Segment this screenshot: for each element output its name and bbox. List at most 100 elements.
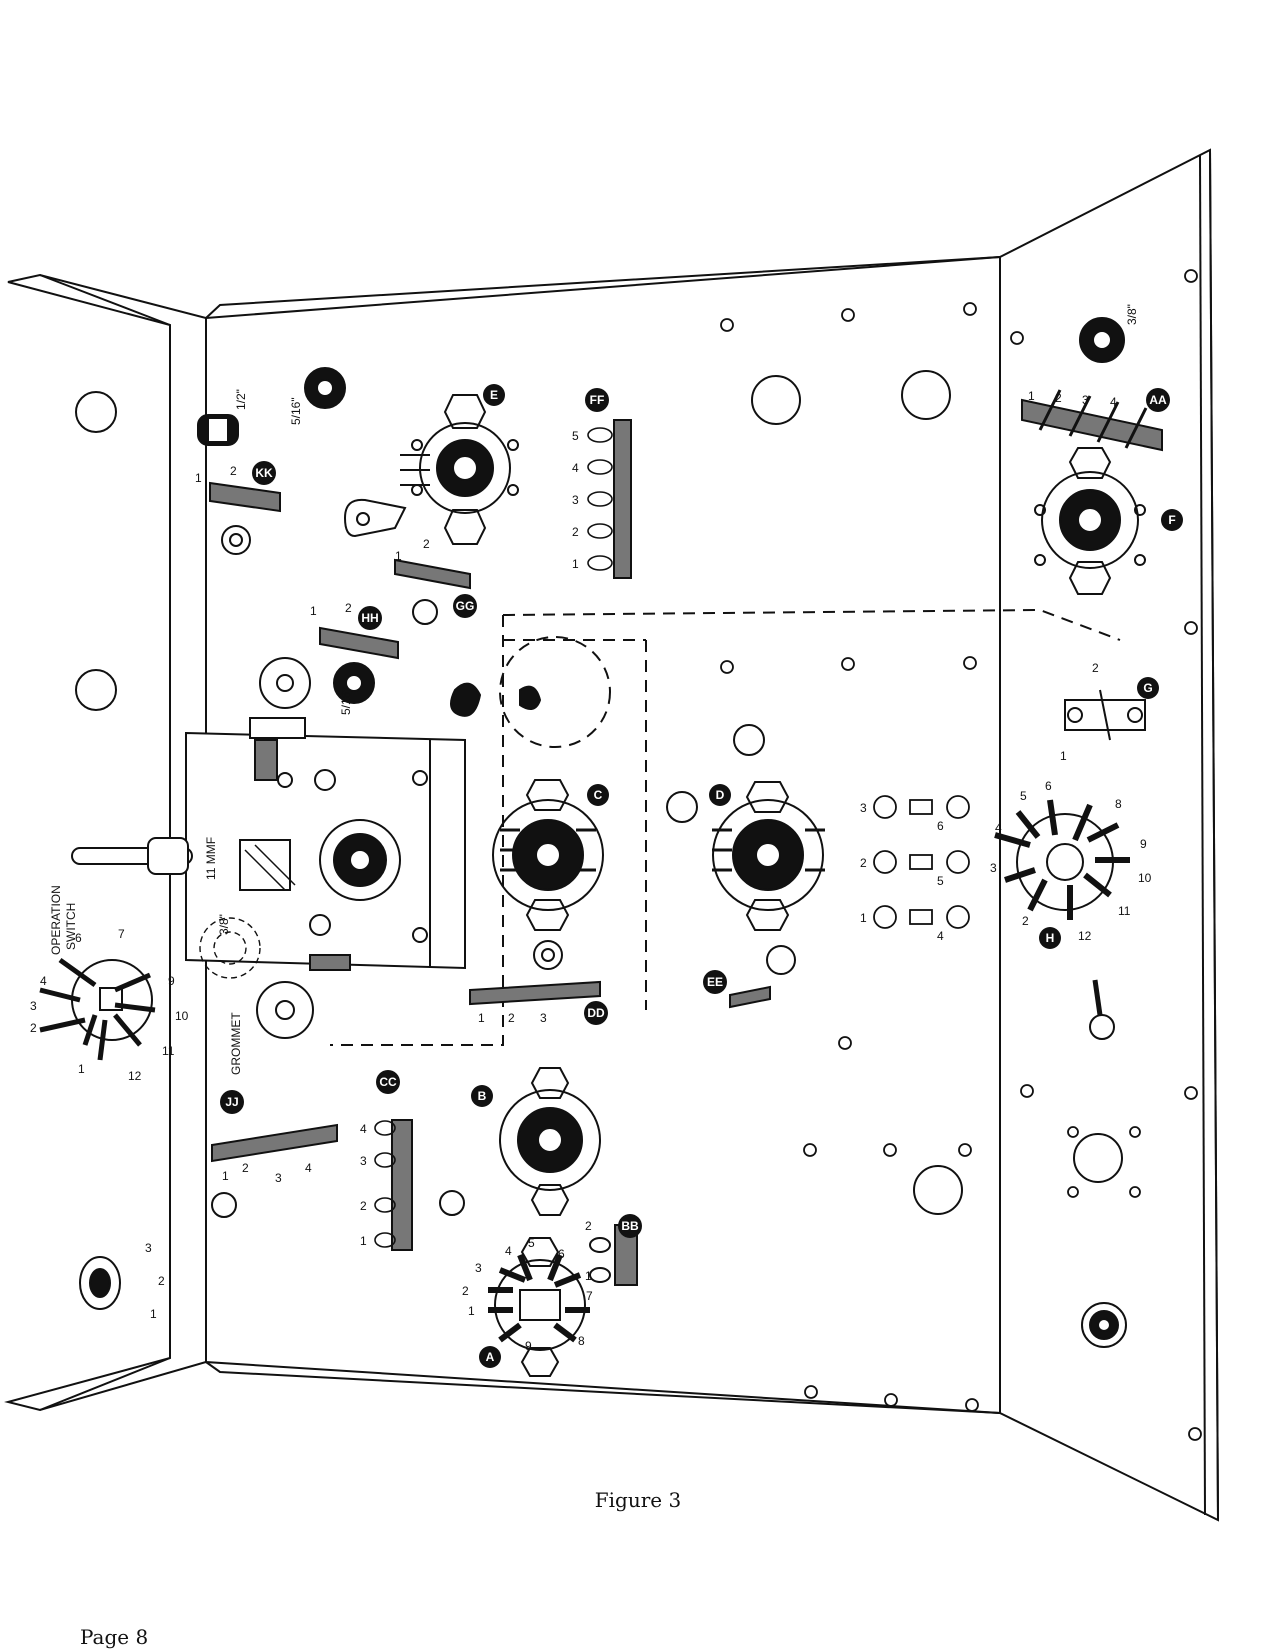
h-pin-10: 10 [1138, 871, 1152, 885]
badge-g: G [1143, 681, 1152, 695]
hh-pin-1: 1 [310, 604, 317, 618]
switch-pin-2: 2 [30, 1021, 37, 1035]
jj-pin-3: 3 [275, 1171, 282, 1185]
a-pin-2: 2 [462, 1284, 469, 1298]
switch-pin-4: 4 [40, 974, 47, 988]
aa-pin-1: 1 [1028, 389, 1035, 403]
h-pin-9: 9 [1140, 837, 1147, 851]
a-pin-1: 1 [468, 1304, 475, 1318]
jack-a-pin-3: 3 [145, 1241, 152, 1255]
small-holes [720, 269, 1202, 1441]
jack-pin-1: 1 [860, 911, 867, 925]
grommet-label: GROMMET [229, 1012, 243, 1075]
badge-f: F [1168, 513, 1175, 527]
badge-hh: HH [361, 611, 378, 625]
hole-large-6 [666, 791, 698, 823]
switch-pin-6: 6 [75, 931, 82, 945]
jack-pin-2: 2 [860, 856, 867, 870]
jack-pin-4: 4 [937, 929, 944, 943]
jj-pin-1: 1 [222, 1169, 229, 1183]
switch-pin-11: 11 [162, 1044, 175, 1058]
switch-pin-3: 3 [30, 999, 37, 1013]
terminal-strip-jj [211, 1123, 338, 1218]
a-pin-9: 9 [525, 1339, 532, 1353]
a-pin-5: 5 [528, 1236, 535, 1250]
h-pin-4: 4 [995, 821, 1002, 835]
kk-pin-2: 2 [230, 464, 237, 478]
bb-pin-2: 2 [585, 1219, 592, 1233]
hole-large-7 [913, 1165, 963, 1215]
tube-socket-f [1034, 447, 1146, 595]
a-pin-8: 8 [578, 1334, 585, 1348]
shield-box [185, 717, 466, 979]
size-3-8-label-b: 3/8" [1125, 304, 1139, 325]
gg-pin-2: 2 [423, 537, 430, 551]
badge-e: E [490, 388, 498, 402]
tube-socket-e [400, 394, 519, 545]
terminal-strip-dd [469, 940, 601, 1006]
ff-pin-3: 3 [572, 493, 579, 507]
tie-point-ee [729, 945, 796, 1009]
badge-bb: BB [621, 1219, 639, 1233]
jack-pin-6: 6 [937, 819, 944, 833]
size-5-16-label-b: 5/16" [339, 687, 353, 715]
dd-pin-2: 2 [508, 1011, 515, 1025]
terminal-strip-aa [1021, 389, 1163, 452]
page-number: Page 8 [80, 1625, 149, 1649]
hole-large-4 [901, 370, 951, 420]
h-pin-5: 5 [1020, 789, 1027, 803]
a-pin-4: 4 [505, 1244, 512, 1258]
g-pin-1: 1 [1060, 749, 1067, 763]
hole-large-3 [751, 375, 801, 425]
size-half-label: 1/2" [234, 389, 248, 410]
badge-kk: KK [255, 466, 273, 480]
operation-switch-shaft [71, 837, 193, 875]
tube-socket-d [712, 781, 825, 931]
hole-large-1 [75, 391, 117, 433]
tube-socket-c [492, 779, 604, 931]
h-pin-11: 11 [1118, 904, 1131, 918]
ff-pin-2: 2 [572, 525, 579, 539]
h-pin-12: 12 [1078, 929, 1092, 943]
terminal-strip-ff [587, 419, 632, 579]
tube-socket-h [994, 799, 1130, 920]
h-pin-6: 6 [1045, 779, 1052, 793]
jack-a-pin-1: 1 [150, 1307, 157, 1321]
text-labels: OPERATION SWITCH GROMMET 11 MMF 1/2" 5/1… [30, 304, 1152, 1353]
badge-c: C [594, 788, 603, 802]
jack-lower-right [1081, 1302, 1127, 1348]
jack-pin-3: 3 [860, 801, 867, 815]
size-5-16-label-a: 5/16" [289, 397, 303, 425]
jack-lower-left [79, 1256, 121, 1310]
badge-d: D [716, 788, 725, 802]
gg-pin-1: 1 [395, 549, 402, 563]
potentiometer-upper [259, 657, 311, 709]
size-3-8-label-a: 3/8" [217, 914, 231, 935]
ff-pin-5: 5 [572, 429, 579, 443]
blob-wire [450, 682, 542, 717]
badge-gg: GG [456, 599, 475, 613]
jj-pin-2: 2 [242, 1161, 249, 1175]
hole-large-2 [75, 669, 117, 711]
badge-a: A [486, 1350, 495, 1364]
tie-point-g [1064, 689, 1146, 741]
bb-pin-1: 1 [585, 1269, 592, 1283]
aa-pin-2: 2 [1055, 391, 1062, 405]
switch-pin-9: 9 [168, 974, 175, 988]
badge-b: B [478, 1089, 487, 1103]
component-badges: E F G H C D B A AA BB CC DD EE FF GG HH … [220, 384, 1183, 1368]
tie-point-kk [209, 481, 281, 555]
dd-pin-1: 1 [478, 1011, 485, 1025]
terminal-strip-cc [374, 1119, 465, 1251]
ff-pin-1: 1 [572, 557, 579, 571]
cc-pin-4: 4 [360, 1122, 367, 1136]
kk-pin-1: 1 [195, 471, 202, 485]
aa-pin-4: 4 [1110, 395, 1117, 409]
jack-a-pin-2: 2 [158, 1274, 165, 1288]
operation-switch [39, 957, 156, 1061]
hole-large-8 [1073, 1133, 1123, 1183]
jack-row [873, 795, 970, 929]
h-pin-3: 3 [990, 861, 997, 875]
figure-caption: Figure 3 [594, 1488, 682, 1512]
